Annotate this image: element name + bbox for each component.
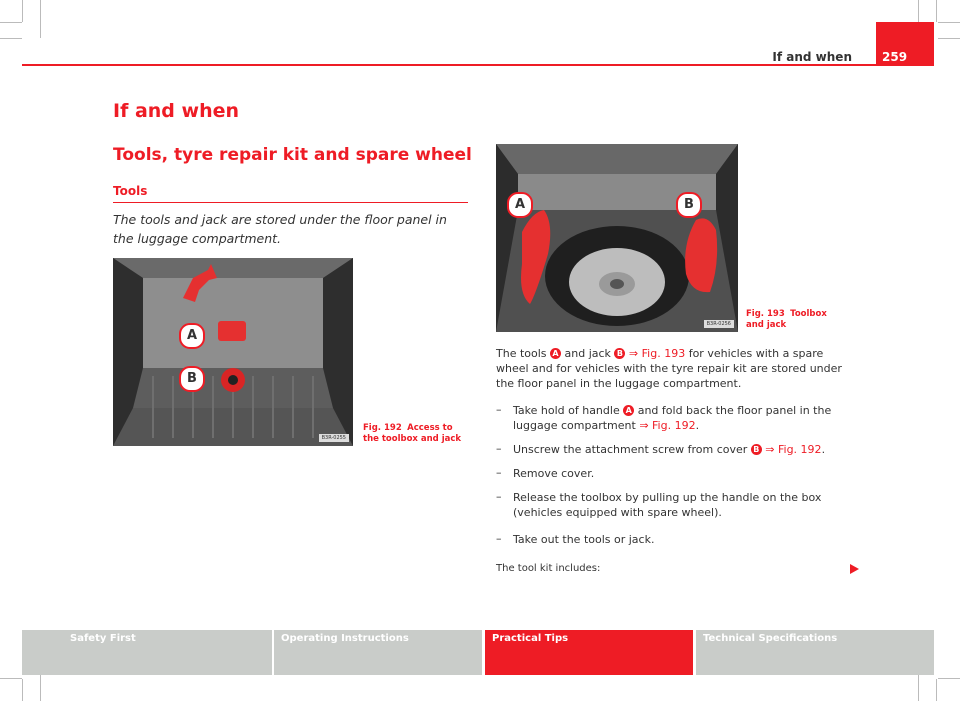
callout-b: B: [179, 366, 205, 392]
header-rule: [22, 64, 934, 66]
figure-193-illustration: [496, 144, 738, 332]
figure-number: Fig. 192: [363, 423, 402, 433]
figure-code: B3R-0256: [703, 320, 734, 328]
figure-caption-text: Access to the toolbox and jack: [363, 423, 462, 444]
tab-practical-tips[interactable]: Practical Tips: [485, 630, 693, 675]
crop-mark: [22, 679, 23, 701]
figure-192-caption: Fig. 192 Access to the toolbox and jack: [363, 423, 463, 445]
crop-mark: [936, 0, 937, 22]
page-number-box: [876, 22, 934, 66]
callout-a: A: [507, 192, 533, 218]
crop-mark: [918, 663, 919, 701]
intro-paragraph: The tools and jack are stored under the …: [113, 212, 447, 246]
section-title: Tools, tyre repair kit and spare wheel: [113, 145, 472, 165]
crop-mark: [0, 678, 22, 679]
figure-number: Fig. 193: [746, 309, 785, 319]
list-dash: –: [496, 466, 502, 479]
figure-caption-text: Toolbox and jack: [746, 309, 827, 330]
callout-a: A: [179, 323, 205, 349]
list-item: Take hold of handle A and fold back the …: [513, 403, 858, 433]
tab-operating-instructions[interactable]: Operating Instructions: [274, 630, 482, 675]
list-dash: –: [496, 490, 502, 503]
running-header: If and when: [772, 50, 852, 64]
figure-193: A B B3R-0256: [496, 144, 738, 332]
crop-mark: [22, 0, 23, 22]
figure-link[interactable]: ⇒ Fig. 193: [628, 347, 686, 360]
crop-mark: [938, 22, 960, 23]
crop-mark: [936, 679, 937, 701]
tab-technical-specifications[interactable]: Technical Specifications: [696, 630, 934, 675]
crop-mark: [0, 22, 22, 23]
crop-mark: [40, 663, 41, 701]
figure-193-caption: Fig. 193 Toolbox and jack: [746, 309, 846, 331]
badge-b: B: [750, 444, 762, 455]
callout-b: B: [676, 192, 702, 218]
list-dash: –: [496, 532, 502, 545]
crop-mark: [918, 0, 919, 38]
chapter-title: If and when: [113, 100, 240, 122]
tool-kit-intro: The tool kit includes:: [496, 563, 601, 574]
continue-arrow-icon: [850, 564, 859, 574]
crop-mark: [0, 38, 22, 39]
subsection-rule: [113, 202, 468, 203]
tab-safety-first[interactable]: Safety First: [22, 630, 272, 675]
text: and jack: [564, 347, 611, 360]
list-dash: –: [496, 442, 502, 455]
text: for vehicles with a spare wheel and for …: [496, 347, 842, 390]
list-item: Remove cover.: [513, 467, 595, 480]
text: .: [821, 443, 826, 456]
figure-code: B3R-0255: [318, 434, 349, 442]
body-paragraph: The tools A and jack B ⇒ Fig. 193 for ve…: [496, 346, 858, 391]
list-dash: –: [496, 403, 502, 416]
list-item: Take out the tools or jack.: [513, 533, 655, 546]
figure-192-illustration: [113, 258, 353, 446]
page-number: 259: [882, 50, 908, 64]
text: The tools: [496, 347, 547, 360]
figure-192: A B B3R-0255: [113, 258, 353, 446]
crop-mark: [938, 678, 960, 679]
badge-b: B: [614, 348, 626, 359]
list-item: Release the toolbox by pulling up the ha…: [513, 491, 822, 519]
figure-link[interactable]: ⇒ Fig. 192: [765, 443, 822, 456]
text: and fold back the floor panel in the lug…: [513, 404, 832, 432]
subsection-title: Tools: [113, 184, 148, 198]
list-item: Unscrew the attachment screw from cover …: [513, 442, 858, 457]
text: Take hold of handle: [513, 404, 620, 417]
text: .: [695, 419, 700, 432]
crop-mark: [40, 0, 41, 38]
text: Unscrew the attachment screw from cover: [513, 443, 748, 456]
crop-mark: [938, 38, 960, 39]
badge-a: A: [550, 348, 562, 359]
figure-link[interactable]: ⇒ Fig. 192: [639, 419, 696, 432]
badge-a: A: [623, 405, 635, 416]
